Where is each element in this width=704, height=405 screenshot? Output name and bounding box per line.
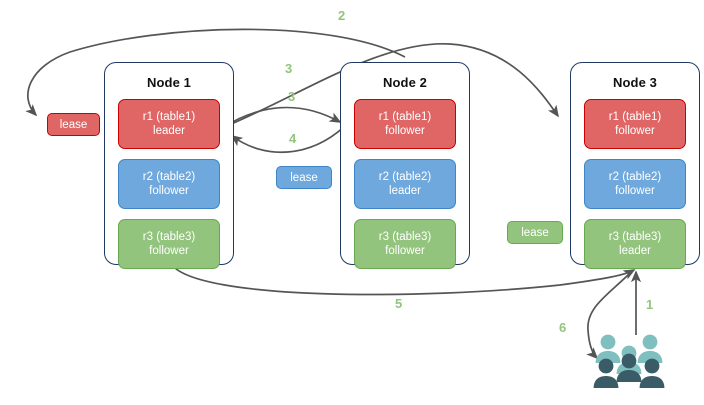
replica-name: r3 (table3)	[608, 231, 662, 243]
replica-role: follower	[149, 185, 189, 197]
step-label-2: 2	[338, 8, 346, 23]
lease-badge-r2: lease	[276, 166, 332, 189]
node-title: Node 2	[383, 75, 427, 90]
lease-label: lease	[290, 171, 318, 184]
lease-label: lease	[59, 118, 88, 131]
replica-name: r2 (table2)	[378, 171, 432, 183]
edge-6	[586, 270, 633, 360]
edge-5	[171, 264, 636, 296]
replica-list: r1 (table1) follower r2 (table2) followe…	[571, 99, 699, 281]
replica-role: leader	[619, 245, 651, 257]
node-container-3: Node 3 r1 (table1) follower r2 (table2) …	[570, 62, 700, 269]
step-label-6: 6	[559, 320, 567, 335]
step-label-4: 4	[289, 131, 297, 146]
step-label-3a: 3	[285, 61, 293, 76]
node-container-2: Node 2 r1 (table1) follower r2 (table2) …	[340, 62, 470, 269]
replica-r2[interactable]: r2 (table2) follower	[584, 159, 686, 209]
replica-name: r2 (table2)	[608, 171, 662, 183]
replica-role: leader	[389, 185, 421, 197]
replica-r2[interactable]: r2 (table2) leader	[354, 159, 456, 209]
replica-r3[interactable]: r3 (table3) follower	[354, 219, 456, 269]
replica-r2[interactable]: r2 (table2) follower	[118, 159, 220, 209]
replica-role: follower	[615, 185, 655, 197]
replica-r3[interactable]: r3 (table3) leader	[584, 219, 686, 269]
edge-4	[230, 125, 346, 154]
users-group-icon	[593, 334, 665, 388]
node-title: Node 1	[147, 75, 191, 90]
node-container-1: Node 1 r1 (table1) leader r2 (table2) fo…	[104, 62, 234, 269]
replica-role: follower	[385, 125, 425, 137]
replica-r1[interactable]: r1 (table1) follower	[354, 99, 456, 149]
step-label-1: 1	[646, 297, 654, 312]
replica-name: r1 (table1)	[378, 111, 432, 123]
node-title: Node 3	[613, 75, 657, 90]
replica-role: follower	[615, 125, 655, 137]
edge-3-to-node2	[221, 106, 342, 129]
replica-name: r1 (table1)	[608, 111, 662, 123]
lease-badge-r1: lease	[47, 113, 100, 136]
step-label-5: 5	[395, 296, 403, 311]
replica-role: follower	[385, 245, 425, 257]
replica-name: r3 (table3)	[142, 231, 196, 243]
replica-role: follower	[149, 245, 189, 257]
replica-r1[interactable]: r1 (table1) follower	[584, 99, 686, 149]
replica-r1[interactable]: r1 (table1) leader	[118, 99, 220, 149]
replica-list: r1 (table1) leader r2 (table2) follower …	[105, 99, 233, 281]
lease-label: lease	[521, 226, 549, 239]
replica-list: r1 (table1) follower r2 (table2) leader …	[341, 99, 469, 281]
replica-r3[interactable]: r3 (table3) follower	[118, 219, 220, 269]
replica-name: r3 (table3)	[378, 231, 432, 243]
replica-name: r1 (table1)	[142, 111, 196, 123]
edge-3-to-node3	[221, 43, 559, 129]
step-label-3b: 3	[288, 89, 296, 104]
replica-name: r2 (table2)	[142, 171, 196, 183]
edge-2	[25, 28, 406, 117]
replica-role: leader	[153, 125, 185, 137]
lease-badge-r3: lease	[507, 221, 563, 244]
